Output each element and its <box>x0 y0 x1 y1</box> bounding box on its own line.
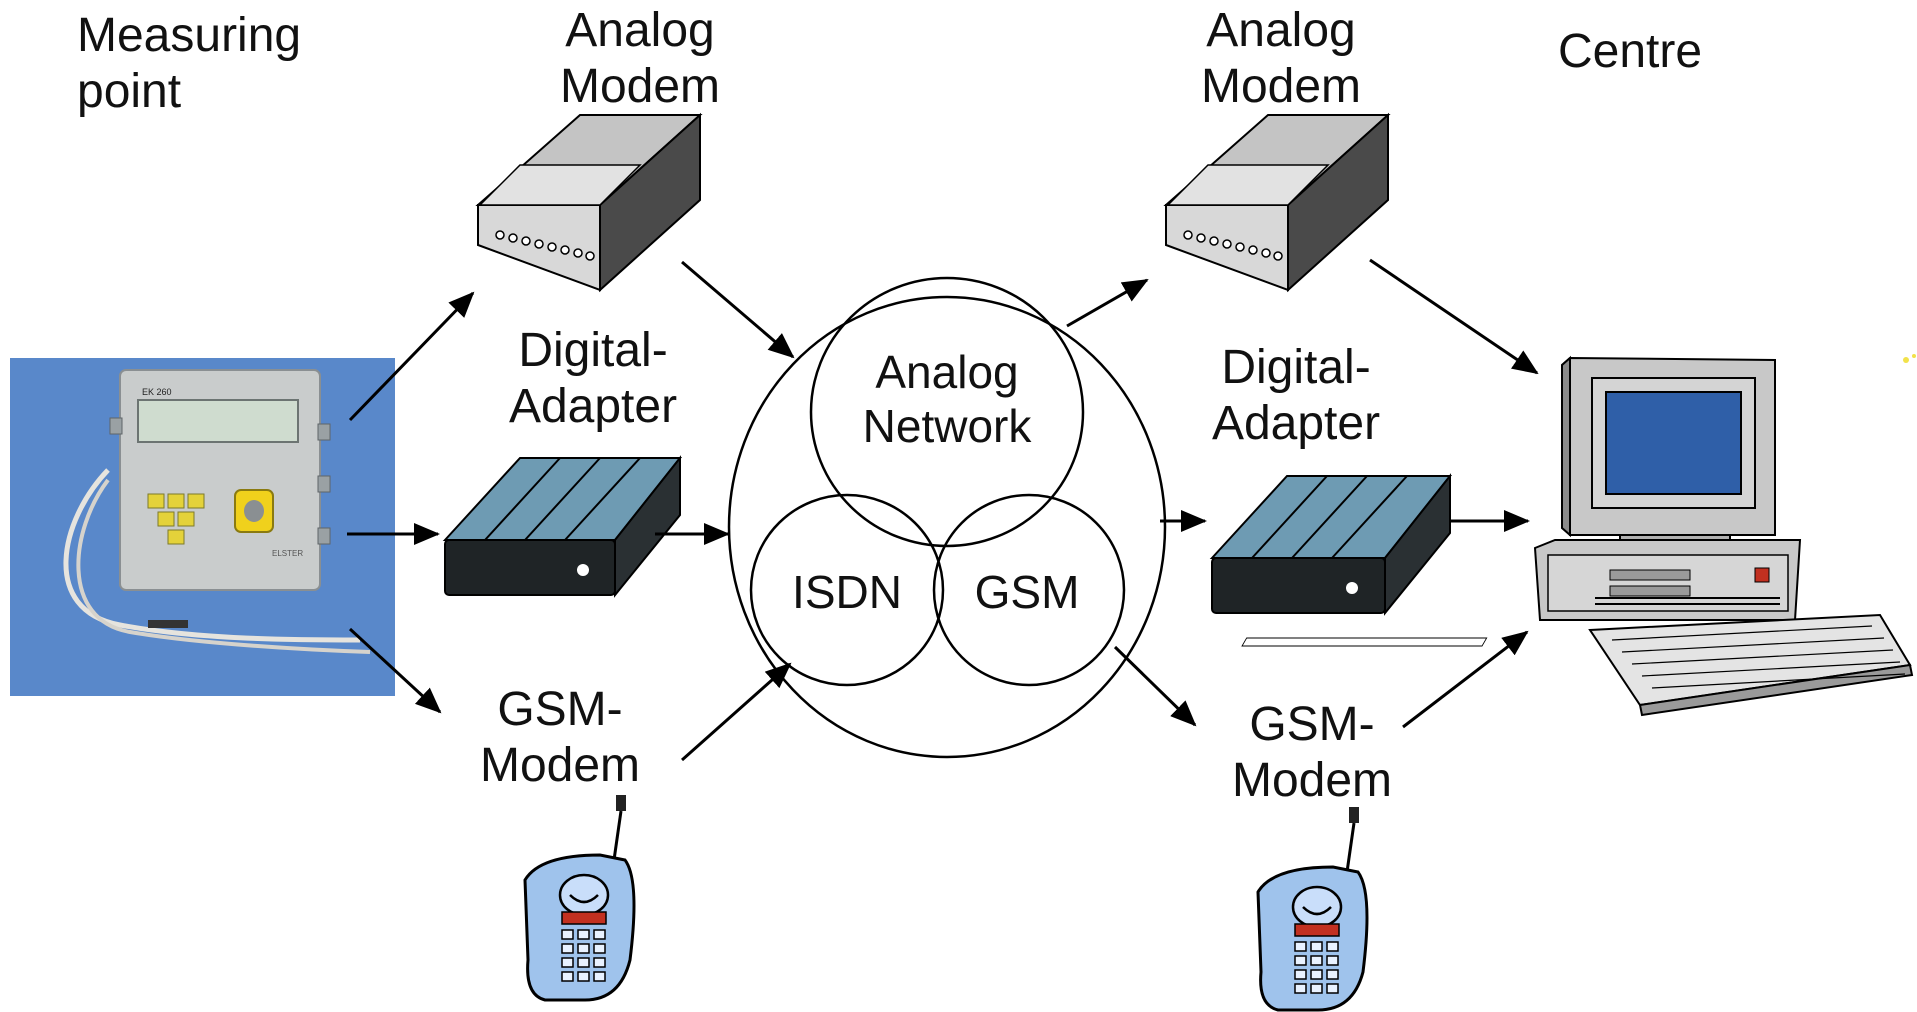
arrow-network-to-right-analog-modem <box>1066 278 1149 328</box>
arrow-right-analog-modem-to-centre <box>1369 258 1539 375</box>
arrow-left-gsm-modem-to-network <box>681 662 792 762</box>
centre-label: Centre <box>1557 25 1703 78</box>
decorative-sparkle-icon <box>1903 354 1916 363</box>
arrow-device-to-left-gsm-modem <box>348 627 442 714</box>
right-analog-modem-label: Analog Modem <box>1200 4 1362 113</box>
left-gsm-modem-label: GSM- Modem <box>479 683 641 792</box>
right-gsm-phone-icon <box>1256 807 1369 1012</box>
gsm-circle <box>932 493 1126 687</box>
left-digital-adapter-label: Digital- Adapter <box>508 324 678 433</box>
device-brand-text: ELSTER <box>272 549 303 558</box>
centre-computer-icon <box>1241 355 1914 717</box>
gsm-label: GSM <box>974 566 1080 618</box>
measuring-device-photo: EK 260 ELSTER <box>10 358 395 696</box>
right-analog-modem-icon <box>1163 112 1391 293</box>
arrow-right-gsm-modem-to-centre <box>1402 630 1529 729</box>
device-model-text: EK 260 <box>142 387 172 397</box>
isdn-label: ISDN <box>792 566 902 618</box>
right-gsm-modem-label: GSM- Modem <box>1231 698 1393 807</box>
connection-arrows <box>347 258 1539 762</box>
left-digital-adapter-icon <box>442 455 683 598</box>
isdn-circle <box>749 493 945 687</box>
right-digital-adapter-icon <box>1209 473 1453 616</box>
arrow-network-to-right-gsm-modem <box>1113 645 1197 727</box>
left-analog-modem-label: Analog Modem <box>559 4 721 113</box>
left-analog-modem-icon <box>475 112 703 293</box>
arrow-left-analog-modem-to-network <box>681 260 795 359</box>
analog-network-label: Analog Network <box>862 346 1032 452</box>
analog-network-circle <box>809 276 1085 548</box>
arrow-device-to-left-analog-modem <box>348 291 475 422</box>
left-gsm-phone-icon <box>523 795 636 1002</box>
measuring-point-label: Measuring point <box>77 9 302 118</box>
right-digital-adapter-label: Digital- Adapter <box>1211 341 1381 450</box>
